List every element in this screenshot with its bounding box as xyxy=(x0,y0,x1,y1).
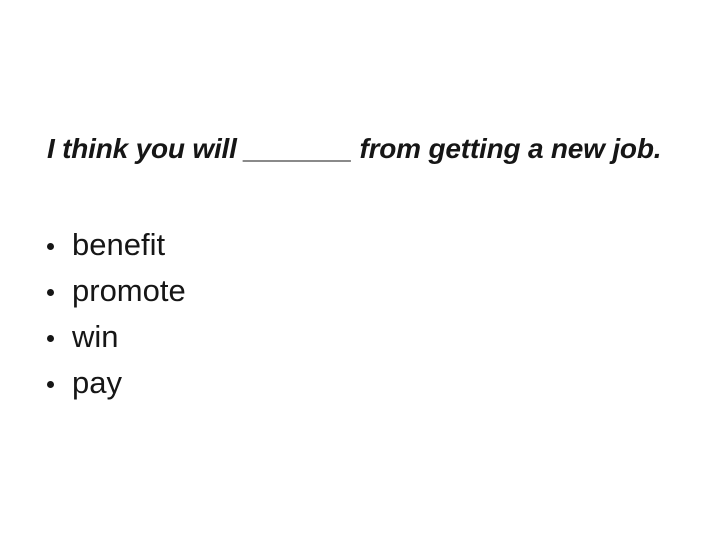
list-item: promote xyxy=(47,268,186,314)
bullet-icon xyxy=(47,380,54,388)
options-list: benefit promote win pay xyxy=(47,222,186,406)
list-item: pay xyxy=(47,360,186,406)
option-label: win xyxy=(72,319,119,354)
option-label: promote xyxy=(72,273,186,308)
question-text: I think you will _______ from getting a … xyxy=(47,133,662,164)
list-item: benefit xyxy=(47,222,186,268)
option-label: pay xyxy=(72,365,122,400)
list-item: win xyxy=(47,314,186,360)
bullet-icon xyxy=(47,334,54,342)
option-label: benefit xyxy=(72,227,166,262)
bullet-icon xyxy=(47,242,54,250)
bullet-icon xyxy=(47,288,54,296)
